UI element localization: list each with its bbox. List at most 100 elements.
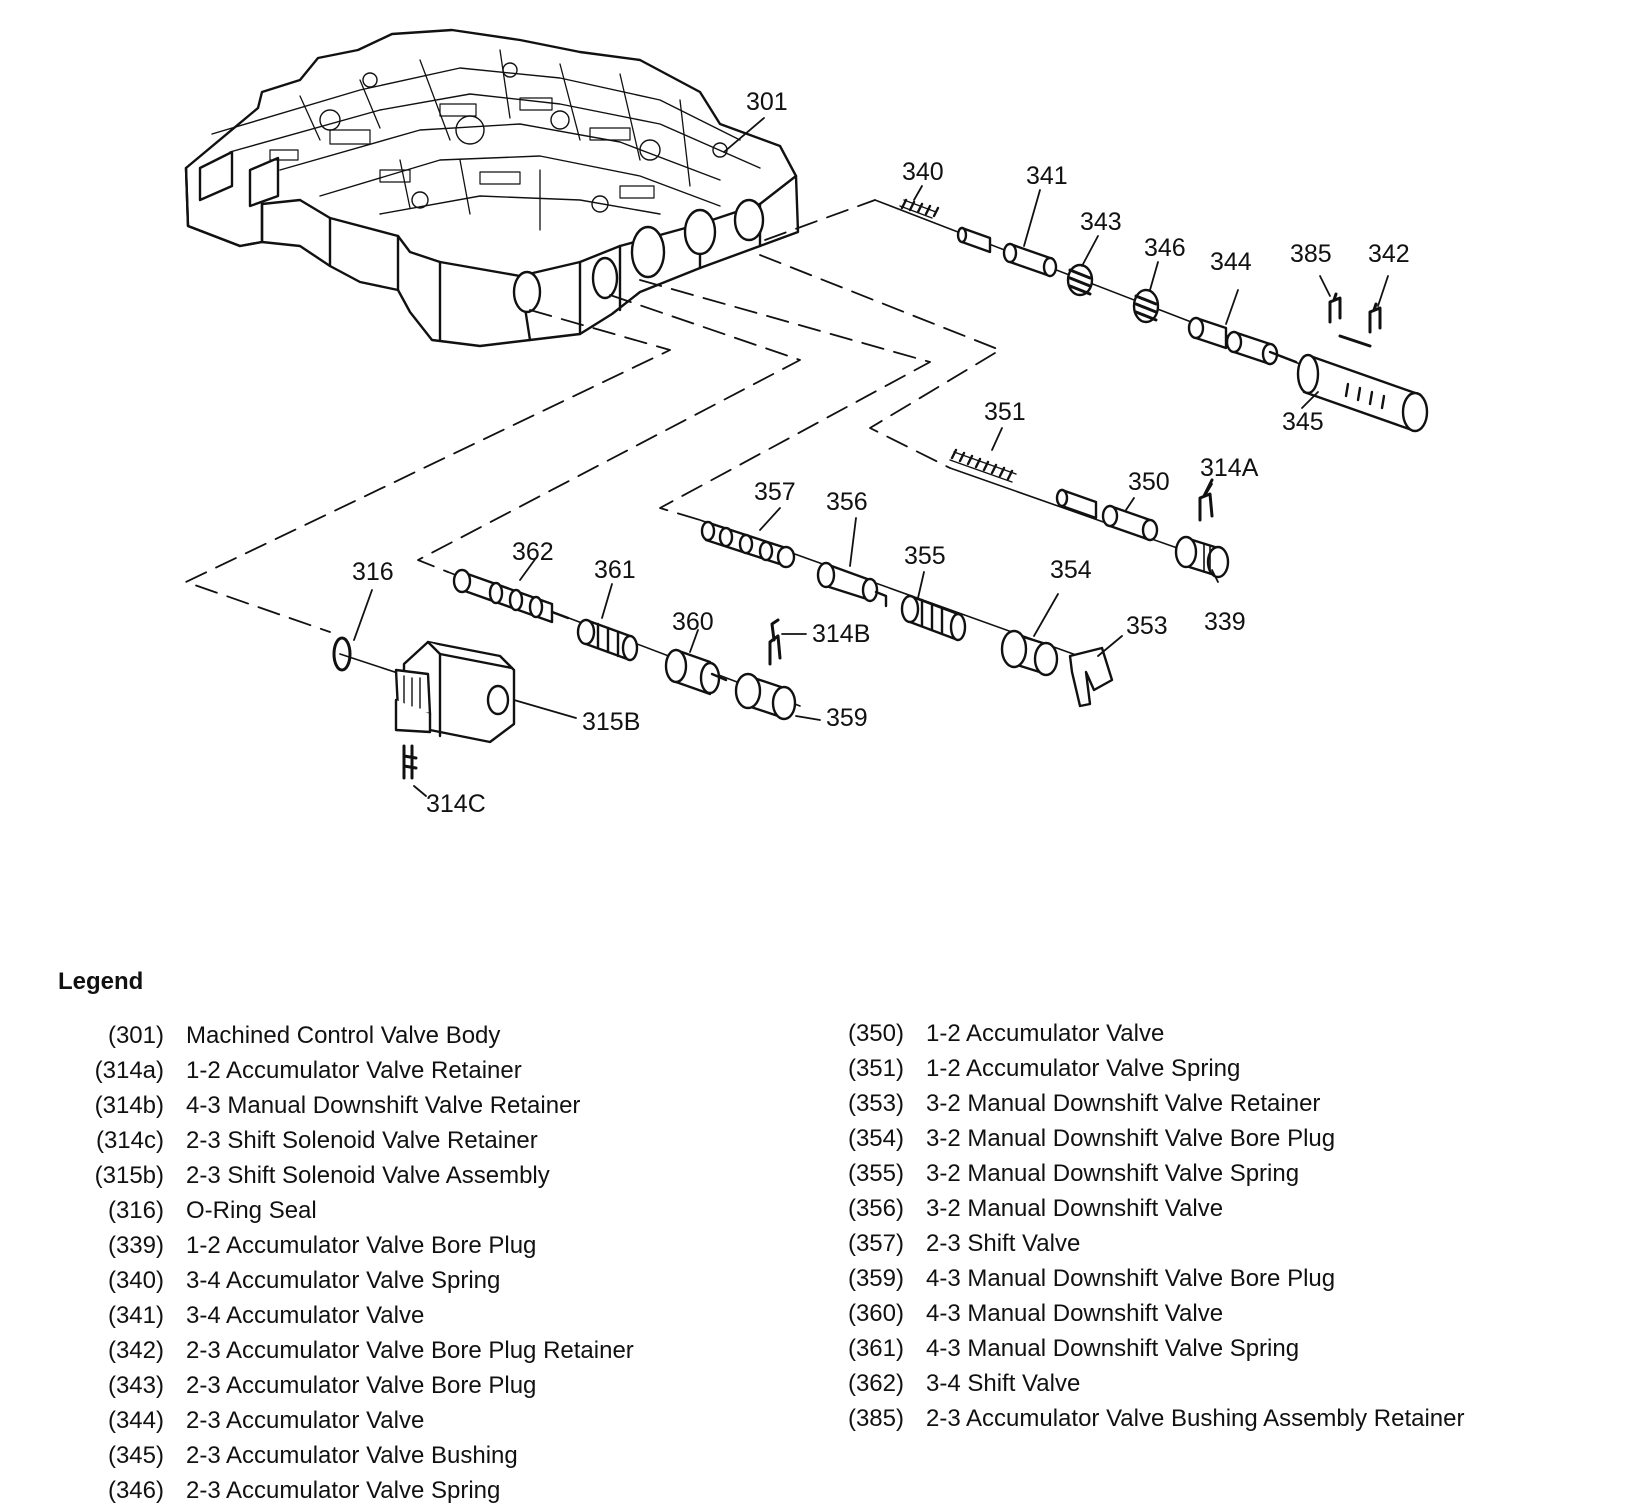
callout-346: 346 <box>1144 234 1186 262</box>
legend-description: 1-2 Accumulator Valve Spring <box>926 1055 1241 1082</box>
callout-344: 344 <box>1210 248 1252 276</box>
legend-description: 2-3 Accumulator Valve Bushing Assembly R… <box>926 1405 1465 1432</box>
legend-description: 2-3 Shift Solenoid Valve Retainer <box>186 1127 538 1154</box>
spring-355 <box>900 594 967 642</box>
legend-description: 3-4 Accumulator Valve <box>186 1302 425 1329</box>
legend-item: (357) 2-3 Shift Valve <box>800 1226 1500 1261</box>
retainer-314b <box>768 618 782 666</box>
callout-355: 355 <box>904 542 946 570</box>
bore-plug-354 <box>1000 629 1059 677</box>
legend-item: (350)1-2 Accumulator Valve <box>800 1016 1500 1051</box>
legend-code: (350) <box>847 1020 904 1047</box>
legend-code: (359) <box>847 1265 904 1292</box>
solenoid-group <box>332 636 516 780</box>
legend-description: 1-2 Accumulator Valve Bore Plug <box>186 1232 537 1259</box>
legend-code: (340) <box>107 1267 164 1294</box>
valve-357 <box>700 520 796 569</box>
callout-360: 360 <box>672 608 714 636</box>
exploded-view-diagram: 301 340 341 343 346 344 385 342 345 351 … <box>184 28 1429 818</box>
valve-360 <box>664 648 728 696</box>
legend-item: (353) 3-2 Manual Downshift Valve Retainer <box>800 1086 1500 1121</box>
valve-344 <box>1187 316 1298 366</box>
legend-item: (344) 2-3 Accumulator Valve <box>60 1403 760 1438</box>
legend-description: 3-4 Shift Valve <box>926 1370 1081 1397</box>
callout-385: 385 <box>1290 240 1332 268</box>
valve-356 <box>816 561 888 608</box>
shift-valve-group-lower <box>447 568 801 721</box>
legend-code: (345) <box>107 1442 164 1469</box>
callout-341: 341 <box>1026 162 1068 190</box>
legend-description: 4-3 Manual Downshift Valve Bore Plug <box>926 1265 1336 1292</box>
legend-description: 3-2 Manual Downshift Valve Retainer <box>926 1090 1321 1117</box>
legend-code: (356) <box>847 1195 904 1222</box>
legend-item: (342)2-3 Accumulator Valve Bore Plug Ret… <box>60 1333 760 1368</box>
legend-code: (355) <box>847 1160 904 1187</box>
legend-code: (353) <box>847 1090 904 1117</box>
legend-item: (314c) 2-3 Shift Solenoid Valve Retainer <box>60 1123 760 1158</box>
legend-description: 2-3 Shift Valve <box>926 1230 1081 1257</box>
legend-code: (342) <box>107 1337 164 1364</box>
legend-description: 4-3 Manual Downshift Valve Retainer <box>186 1092 581 1119</box>
legend-description: 2-3 Accumulator Valve Bore Plug <box>186 1372 537 1399</box>
retainer-314c <box>402 744 418 780</box>
legend-left-column: (301)Machined Control Valve Body(314a)1-… <box>60 1018 760 1508</box>
legend-item: (340)3-4 Accumulator Valve Spring <box>60 1263 760 1298</box>
valve-362 <box>452 568 570 624</box>
legend-item: (360)4-3 Manual Downshift Valve <box>800 1296 1500 1331</box>
legend-code: (346) <box>107 1477 164 1504</box>
legend-code: (354) <box>847 1125 904 1152</box>
legend-code: (339) <box>107 1232 164 1259</box>
shift-valve-group-middle <box>699 519 1114 708</box>
legend-code: (314c) <box>95 1127 164 1154</box>
callout-labels: 301 340 341 343 346 344 385 342 345 351 … <box>352 88 1410 818</box>
leader-lines <box>353 117 1389 797</box>
spring-340 <box>899 198 940 219</box>
callout-351: 351 <box>984 398 1026 426</box>
retainer-314a <box>1198 478 1214 522</box>
legend-code: (362) <box>847 1370 904 1397</box>
legend-description: Machined Control Valve Body <box>186 1022 501 1049</box>
legend-code: (343) <box>107 1372 164 1399</box>
legend-description: 4-3 Manual Downshift Valve Spring <box>926 1335 1300 1362</box>
legend-item: (316)O-Ring Seal <box>60 1193 760 1228</box>
o-ring-316 <box>332 636 352 672</box>
legend-item: (359) 4-3 Manual Downshift Valve Bore Plu… <box>800 1261 1500 1296</box>
callout-361: 361 <box>594 556 636 584</box>
bore-plug-339 <box>1174 535 1230 579</box>
callout-314A: 314A <box>1200 454 1259 482</box>
legend-code: (316) <box>107 1197 164 1224</box>
callout-339: 339 <box>1204 608 1246 636</box>
callout-362: 362 <box>512 538 554 566</box>
legend-description: 2-3 Accumulator Valve <box>186 1407 425 1434</box>
spring-346 <box>1132 288 1160 324</box>
legend-description: 3-2 Manual Downshift Valve <box>926 1195 1224 1222</box>
callout-315B: 315B <box>582 708 640 736</box>
callout-353: 353 <box>1126 612 1168 640</box>
bore-plug-343 <box>1066 263 1094 297</box>
bore-plug-359 <box>734 672 797 721</box>
legend-description: 3-2 Manual Downshift Valve Spring <box>926 1160 1300 1187</box>
spring-361 <box>576 618 639 662</box>
retainer-385 <box>1328 292 1342 324</box>
retainer-353 <box>1068 646 1114 708</box>
callout-340: 340 <box>902 158 944 186</box>
callout-314C: 314C <box>426 790 486 818</box>
legend-item: (355) 3-2 Manual Downshift Valve Spring <box>800 1156 1500 1191</box>
legend-item: (314b)4-3 Manual Downshift Valve Retaine… <box>60 1088 760 1123</box>
legend-code: (314a) <box>94 1057 164 1084</box>
legend-description: 1-2 Accumulator Valve Retainer <box>186 1057 522 1084</box>
callout-345: 345 <box>1282 408 1324 436</box>
legend-code: (357) <box>847 1230 904 1257</box>
legend-item: (314a) 1-2 Accumulator Valve Retainer <box>60 1053 760 1088</box>
legend-code: (344) <box>107 1407 164 1434</box>
legend-code: (361) <box>847 1335 904 1362</box>
callout-314B: 314B <box>812 620 870 648</box>
legend-title: Legend <box>58 968 144 995</box>
callout-354: 354 <box>1050 556 1092 584</box>
legend-code: (360) <box>847 1300 904 1327</box>
legend-item: (345)2-3 Accumulator Valve Bushing <box>60 1438 760 1473</box>
legend-item: (361) 4-3 Manual Downshift Valve Spring <box>800 1331 1500 1366</box>
retainer-342 <box>1338 302 1382 348</box>
valve-350 <box>1055 488 1159 542</box>
legend-description: 2-3 Accumulator Valve Spring <box>186 1477 501 1504</box>
